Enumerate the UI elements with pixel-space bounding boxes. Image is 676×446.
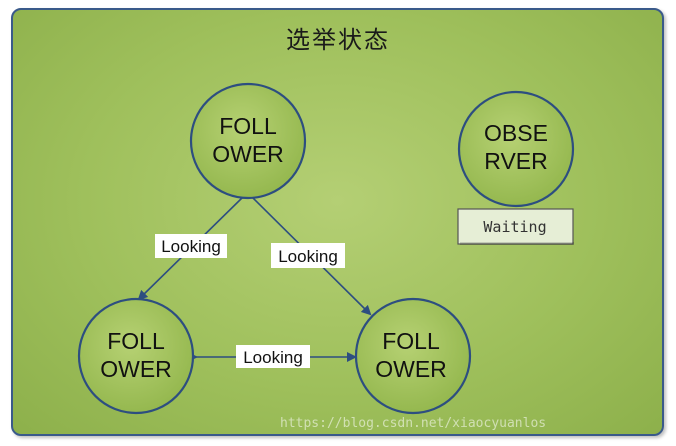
- node-label-line1: FOLL: [382, 328, 440, 354]
- observer-status-box: Waiting: [457, 208, 574, 245]
- node-label-line1: FOLL: [107, 328, 165, 354]
- edge-label-top-right: Looking: [271, 243, 345, 268]
- node-label-line2: OWER: [100, 356, 172, 382]
- node-label-line2: RVER: [484, 148, 548, 174]
- node-follower-bottom-right: FOLL OWER: [354, 297, 472, 415]
- edge-label-text: Looking: [278, 247, 338, 266]
- observer-status-text: Waiting: [483, 218, 546, 236]
- edge-label-text: Looking: [161, 237, 221, 256]
- node-follower-top: FOLL OWER: [189, 82, 307, 200]
- node-label-line1: FOLL: [219, 113, 277, 139]
- edge-label-top-left: Looking: [155, 234, 227, 258]
- node-label-line2: OWER: [375, 356, 447, 382]
- node-label-line2: OWER: [212, 141, 284, 167]
- edge-label-bottom: Looking: [236, 345, 310, 368]
- diagram-title: 选举状态: [286, 26, 390, 54]
- watermark-text: https://blog.csdn.net/xiaocyuanlos: [280, 416, 547, 431]
- node-follower-bottom-left: FOLL OWER: [77, 297, 195, 415]
- edge-label-text: Looking: [243, 348, 303, 367]
- node-observer: OBSE RVER: [457, 90, 575, 208]
- node-label-line1: OBSE: [484, 120, 548, 146]
